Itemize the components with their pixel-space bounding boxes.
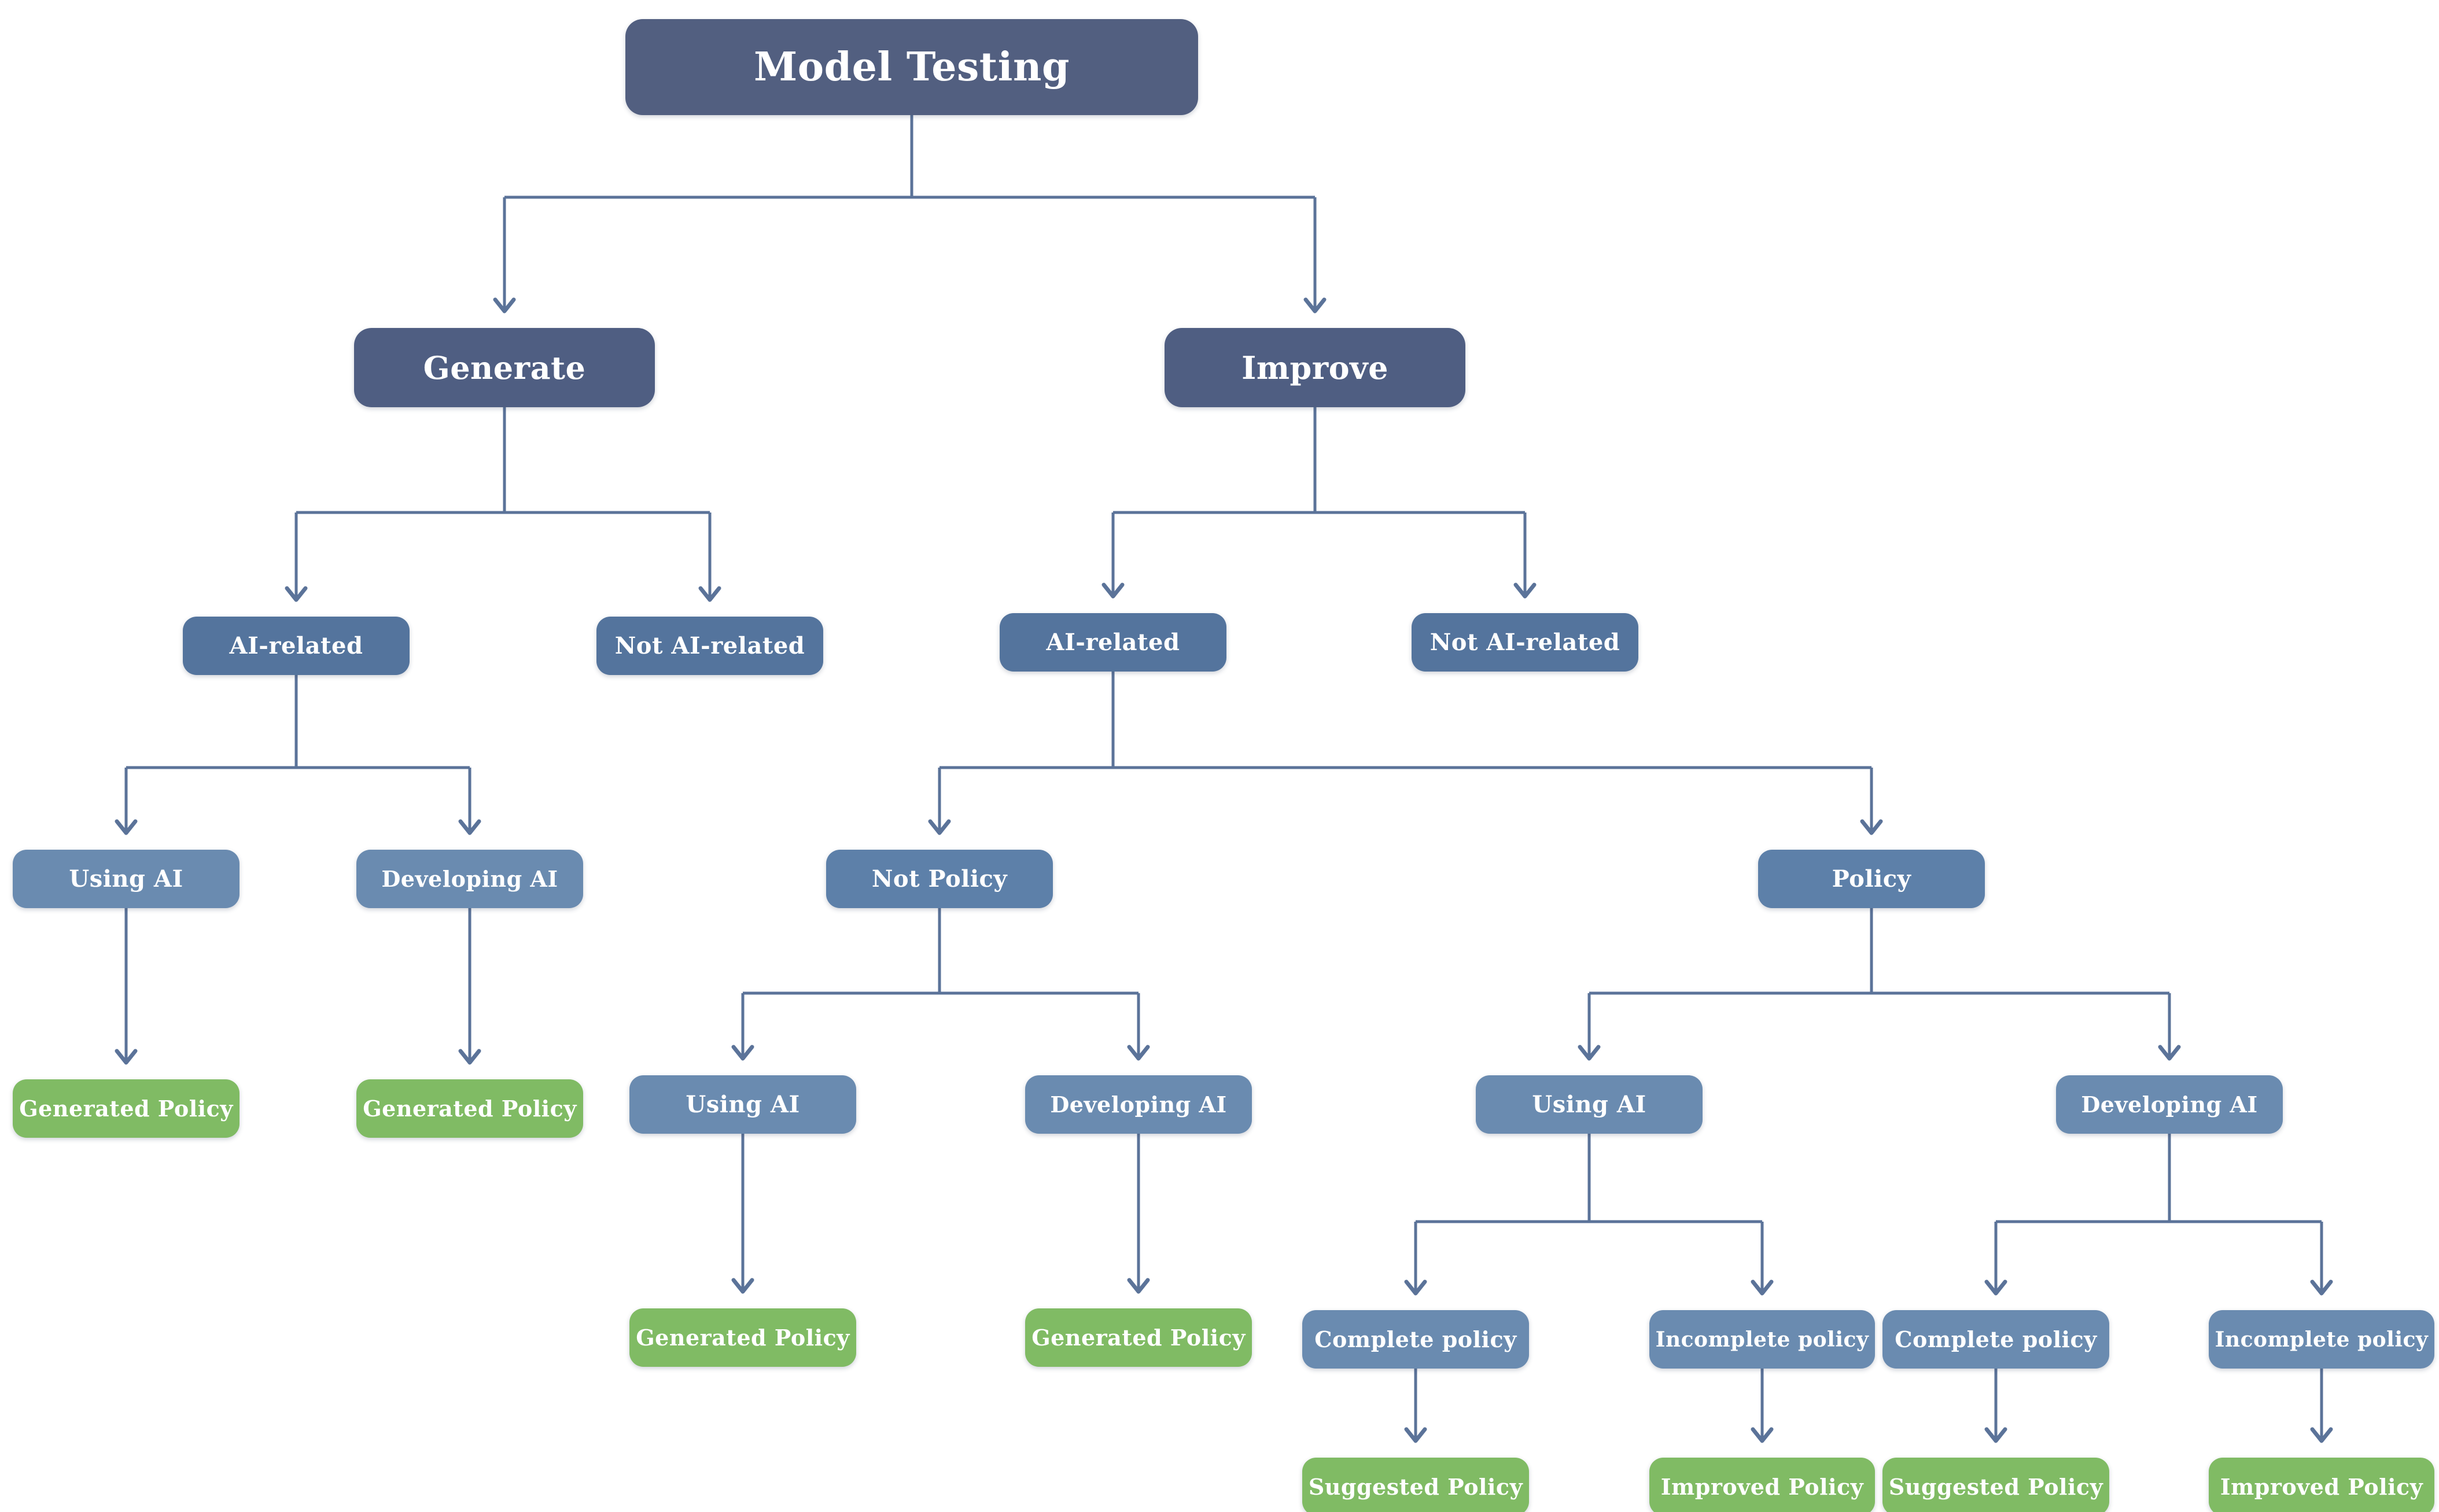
node-generate-developing-ai: Developing AI (356, 850, 583, 908)
node-generate-developing-ai-generated-policy: Generated Policy (356, 1079, 583, 1138)
node-policy: Policy (1758, 850, 1985, 908)
node-generate: Generate (354, 328, 655, 407)
node-not-policy-using-ai: Using AI (629, 1075, 856, 1134)
node-generate-using-ai-generated-policy: Generated Policy (13, 1079, 240, 1138)
node-generate-ai-related: AI-related (183, 617, 410, 675)
node-developing-ai-suggested-policy: Suggested Policy (1882, 1458, 2109, 1512)
node-not-policy: Not Policy (826, 850, 1053, 908)
node-not-policy-developing-ai: Developing AI (1025, 1075, 1252, 1134)
node-not-policy-using-ai-generated-policy: Generated Policy (629, 1308, 856, 1367)
node-using-ai-improved-policy: Improved Policy (1649, 1458, 1875, 1512)
node-improve: Improve (1165, 328, 1465, 407)
node-developing-ai-incomplete-policy: Incomplete policy (2209, 1310, 2434, 1369)
node-using-ai-complete-policy: Complete policy (1302, 1310, 1529, 1369)
node-developing-ai-improved-policy: Improved Policy (2209, 1458, 2434, 1512)
node-generate-using-ai: Using AI (13, 850, 240, 908)
node-improve-ai-related: AI-related (1000, 613, 1226, 672)
node-generate-not-ai-related: Not AI-related (596, 617, 823, 675)
node-policy-developing-ai: Developing AI (2056, 1075, 2283, 1134)
node-not-policy-developing-ai-generated-policy: Generated Policy (1025, 1308, 1252, 1367)
node-using-ai-suggested-policy: Suggested Policy (1302, 1458, 1529, 1512)
node-using-ai-incomplete-policy: Incomplete policy (1649, 1310, 1875, 1369)
node-policy-using-ai: Using AI (1476, 1075, 1703, 1134)
node-improve-not-ai-related: Not AI-related (1412, 613, 1638, 672)
node-developing-ai-complete-policy: Complete policy (1882, 1310, 2109, 1369)
node-model-testing: Model Testing (625, 19, 1198, 115)
